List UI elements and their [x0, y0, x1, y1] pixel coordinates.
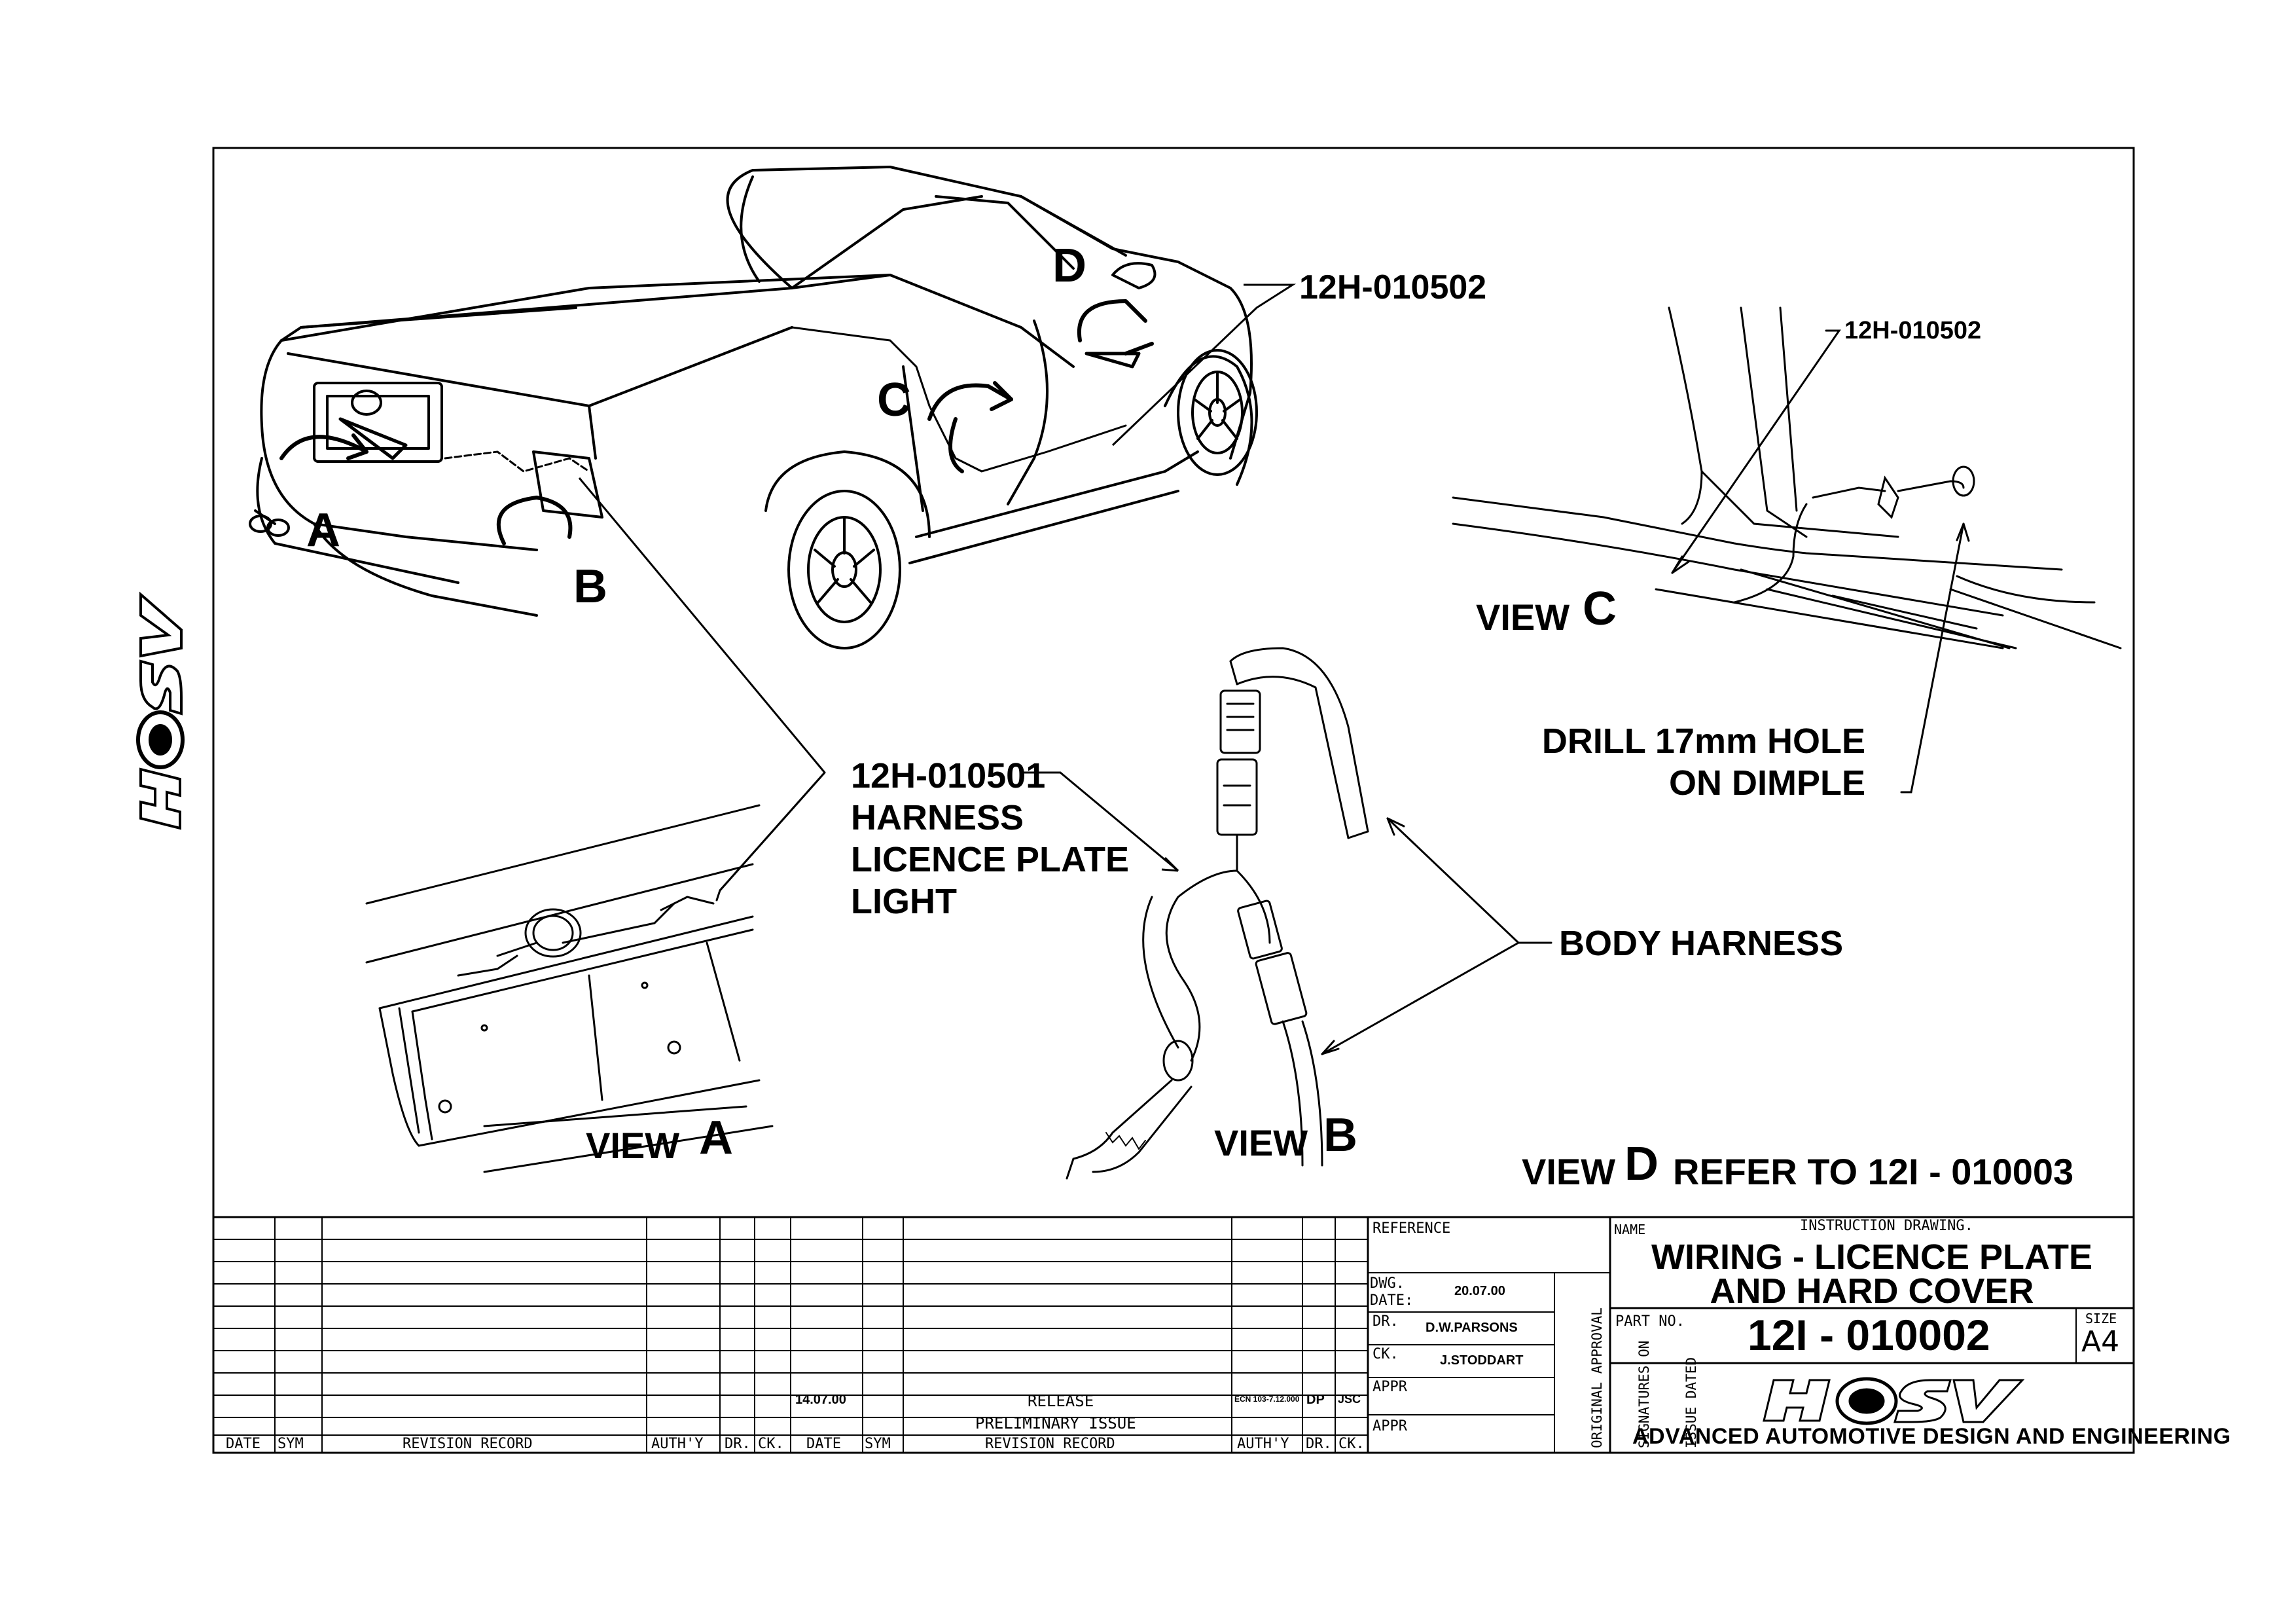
header-date-right: DATE: [806, 1436, 841, 1452]
view-a-word: VIEW: [586, 1125, 680, 1166]
dwg-date-label-1: DWG.: [1370, 1275, 1405, 1292]
marker-a: A: [306, 504, 340, 556]
marker-d: D: [1052, 240, 1086, 292]
harness-callout-line: LICENCE PLATE: [851, 840, 1130, 879]
dr-value: D.W.PARSONS: [1426, 1321, 1518, 1335]
header-sym-right: SYM: [865, 1436, 891, 1452]
harness-callout-line: LIGHT: [851, 882, 957, 921]
view-d-reference: REFER TO 12I - 010003: [1673, 1151, 2074, 1192]
harness-callout-line: 12H-010501: [851, 756, 1046, 795]
ck-label: CK.: [1372, 1346, 1399, 1362]
appr-label-1: APPR: [1372, 1379, 1407, 1395]
drawing-title-line: AND HARD COVER: [1710, 1271, 2034, 1311]
header-record-right: REVISION RECORD: [985, 1436, 1115, 1452]
view-b-word: VIEW: [1214, 1122, 1308, 1163]
revision-auth: ECN 103-7.12.000: [1234, 1395, 1300, 1404]
header-sym-left: SYM: [278, 1436, 304, 1452]
view-c-letter: C: [1583, 583, 1617, 635]
revision-dr: DP: [1306, 1393, 1325, 1407]
dwg-date-value: 20.07.00: [1454, 1284, 1505, 1298]
view-d-word: VIEW: [1522, 1151, 1616, 1192]
view-a-letter: A: [699, 1112, 733, 1164]
revision-ck: JSC: [1338, 1393, 1361, 1406]
header-date-left: DATE: [226, 1436, 260, 1452]
part-label-12h-010502-viewc: 12H-010502: [1844, 317, 1982, 344]
title-block-grid: [213, 1216, 2134, 1453]
view-c-word: VIEW: [1476, 596, 1570, 638]
name-label: NAME: [1614, 1222, 1646, 1237]
view-c-illustration: [1452, 306, 2122, 793]
harness-callout-line: HARNESS: [851, 798, 1024, 837]
reference-label: REFERENCE: [1372, 1220, 1451, 1237]
view-d-letter: D: [1624, 1138, 1659, 1190]
part-no-label: PART NO.: [1615, 1313, 1685, 1330]
body-harness-label: BODY HARNESS: [1559, 924, 1844, 963]
view-b-letter: B: [1323, 1109, 1357, 1161]
appr-label-2: APPR: [1372, 1418, 1407, 1434]
drawing-title: WIRING - LICENCE PLATE AND HARD COVER: [1617, 1237, 2127, 1311]
part-no-value: 12I - 010002: [1748, 1311, 1990, 1359]
harness-callout: 12H-010501 HARNESS LICENCE PLATE LIGHT: [851, 755, 1129, 922]
marker-c: C: [877, 374, 911, 426]
size-value: A4: [2081, 1325, 2120, 1359]
hsv-logo-side: [136, 591, 185, 830]
header-dr-left: DR.: [725, 1436, 751, 1452]
company-name: ADVANCED AUTOMOTIVE DESIGN AND ENGINEERI…: [1632, 1424, 2231, 1449]
preliminary-issue: PRELIMINARY ISSUE: [975, 1414, 1136, 1432]
car-illustration: [249, 166, 1258, 649]
revision-date: 14.07.00: [795, 1393, 846, 1407]
header-ck-left: CK.: [758, 1436, 784, 1452]
dwg-date-label-2: DATE:: [1370, 1292, 1414, 1309]
drill-note: DRILL 17mm HOLE ON DIMPLE: [1525, 720, 1865, 804]
size-label: SIZE: [2085, 1311, 2117, 1326]
part-label-12h-010502-main: 12H-010502: [1299, 268, 1487, 306]
header-ck-right: CK.: [1338, 1436, 1365, 1452]
approval-vertical-line: ORIGINAL APPROVAL: [1589, 1307, 1605, 1448]
view-a-illustration: [365, 771, 826, 1173]
drill-note-line: DRILL 17mm HOLE: [1541, 721, 1865, 761]
ck-value: J.STODDART: [1440, 1353, 1524, 1368]
revision-record-release: RELEASE: [1028, 1392, 1094, 1410]
hsv-logo-titleblock: [1763, 1377, 2025, 1425]
drawing-border: [212, 147, 2135, 1454]
header-auth-left: AUTH'Y: [651, 1436, 704, 1452]
drill-note-line: ON DIMPLE: [1668, 763, 1865, 803]
header-record-left: REVISION RECORD: [403, 1436, 533, 1452]
leader-12h-010502-main: [1111, 283, 1297, 447]
view-b-illustration: [1066, 647, 1552, 1180]
header-auth-right: AUTH'Y: [1237, 1436, 1289, 1452]
instruction-drawing-label: INSTRUCTION DRAWING.: [1800, 1218, 1973, 1234]
drawing-title-line: WIRING - LICENCE PLATE: [1651, 1237, 2092, 1277]
header-dr-right: DR.: [1306, 1436, 1332, 1452]
dr-label: DR.: [1372, 1313, 1399, 1330]
marker-b: B: [573, 560, 607, 613]
